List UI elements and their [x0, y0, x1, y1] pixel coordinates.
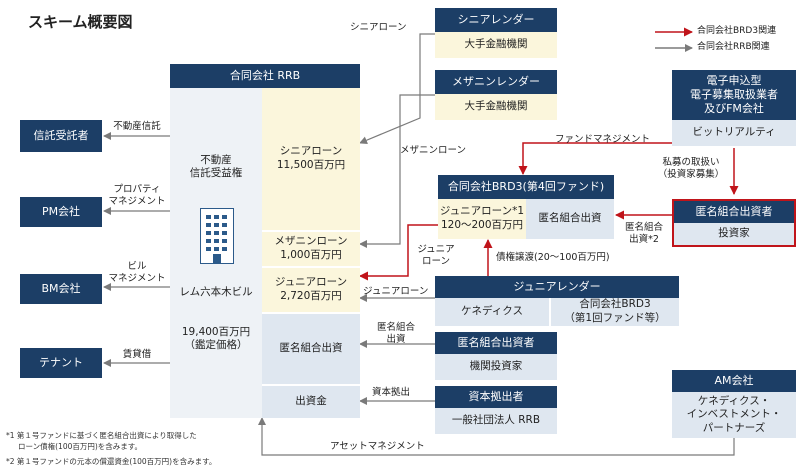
mezz-lender-body: 大手金融機関 — [435, 94, 557, 120]
tenant-arrow-label: 賃貸借 — [122, 349, 152, 360]
pm-arrow-label: プロパティマネジメント — [108, 184, 166, 207]
senior-loan-arrow-label: シニアローン — [350, 22, 407, 33]
mezz-lender-header: メザニンレンダー — [435, 70, 557, 94]
rrb-asset-panel: 不動産信託受益権 レム六本木ビル 19,400百万円（鑑定価格） — [170, 88, 262, 418]
valuation: 19,400百万円（鑑定価格） — [181, 326, 251, 352]
building-name: レム六本木ビル — [179, 286, 253, 298]
trust-trustee-box: 信託受託者 — [20, 120, 102, 152]
anon-investor-body: 投資家 — [674, 223, 794, 245]
footnote-2: *2 第１号ファンドの元本の償還資金(100百万円)を含みます。 — [6, 457, 217, 466]
am-company-header: AM会社 — [672, 370, 796, 392]
anon-investor-box: 匿名組合出資者 投資家 — [672, 199, 796, 247]
anon-tk-label: 匿名組合出資*2 — [624, 222, 663, 245]
tenant-box: テナント — [20, 348, 102, 378]
asset-type-label: 不動産信託受益権 — [189, 154, 243, 180]
arrow-fund-mgmt — [518, 142, 672, 175]
rrb-header: 合同会社 RRB — [170, 64, 360, 88]
brd3-header: 合同会社BRD3(第4回ファンド) — [438, 175, 614, 199]
trust-arrow-label: 不動産信託 — [113, 121, 161, 132]
arrow-senior-loan — [359, 33, 435, 144]
junior-lender-brd3: 合同会社BRD3（第1回ファンド等） — [551, 298, 679, 326]
arrow-mezz-loan — [359, 94, 435, 248]
arrow-brd3-junior-loan — [359, 224, 438, 281]
asset-mgmt-label: アセットマネジメント — [330, 441, 425, 452]
tk-investor-body: 機関投資家 — [435, 354, 557, 380]
junior-lender-header: ジュニアレンダー — [435, 276, 679, 298]
anon-investor-header: 匿名組合出資者 — [674, 201, 794, 223]
tk-investment-cell: 匿名組合出資 — [262, 314, 360, 384]
tk-investor-header: 匿名組合出資者 — [435, 332, 557, 354]
building-icon — [200, 208, 234, 264]
legend-brd3-label: 合同会社BRD3関連 — [697, 26, 777, 36]
diagram-title: スキーム概要図 — [28, 13, 133, 31]
equity-arrow-label: 資本拠出 — [372, 387, 411, 398]
am-company-body: ケネディクス・インベストメント・パートナーズ — [672, 392, 796, 438]
arrow-asset-mgmt — [258, 417, 735, 456]
senior-lender-header: シニアレンダー — [435, 8, 557, 32]
bm-arrow-label: ビルマネジメント — [108, 261, 166, 284]
senior-lender-body: 大手金融機関 — [435, 32, 557, 58]
equity-provider-body: 一般社団法人 RRB — [435, 408, 557, 434]
fund-mgmt-label: ファンドマネジメント — [555, 134, 651, 145]
mezz-loan-arrow-label: メザニンローン — [400, 145, 467, 156]
equity-provider-header: 資本拠出者 — [435, 386, 557, 408]
brd3-tk-cell: 匿名組合出資 — [526, 199, 614, 239]
private-placement-label: 私募の取扱い（投資家募集） — [657, 157, 725, 180]
pm-company-box: PM会社 — [20, 197, 102, 227]
junior-loan-arrow-label: ジュニアローン — [363, 286, 429, 297]
bm-company-box: BM会社 — [20, 274, 102, 304]
tk-arrow-label: 匿名組合出資 — [376, 322, 415, 345]
footnote-1-cont: ローン債権(100百万円)を含みます。 — [18, 442, 143, 451]
junior-lender-kennedix: ケネディクス — [435, 298, 549, 326]
legend-rrb-label: 合同会社RRB関連 — [697, 42, 770, 52]
debt-transfer-label: 債権譲渡(20～100百万円) — [496, 252, 610, 263]
brd3-junior-loan-label: ジュニアローン — [417, 244, 455, 267]
footnote-1: *1 第１号ファンドに基づく匿名組合出資により取得した — [6, 431, 197, 440]
electronic-offering-header: 電子申込型電子募集取扱業者及びFM会社 — [672, 70, 796, 120]
equity-cell: 出資金 — [262, 386, 360, 418]
electronic-offering-body: ビットリアルティ — [672, 120, 796, 146]
